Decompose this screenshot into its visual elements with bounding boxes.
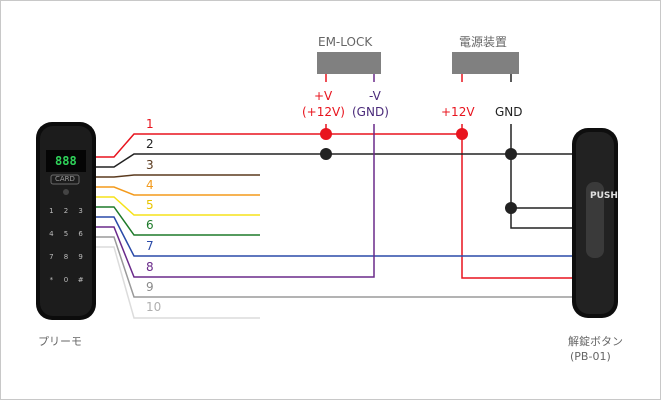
junction-button [505,202,517,214]
junction-power-gnd [505,148,517,160]
junction-em-lock-plus [320,128,332,140]
reader-key-9: 9 [78,253,83,261]
gnd-to-button [510,124,582,209]
wire-number-6: 6 [146,218,154,232]
junction-em-lock-gnd [320,148,332,160]
em-lock-minus-sub: (GND) [352,105,389,119]
wire-number-3: 3 [146,158,154,172]
wire-number-1: 1 [146,117,154,131]
wire-10 [96,246,260,319]
reader-key-6: 6 [78,230,83,238]
button-return [510,208,582,229]
push-plate [586,182,604,258]
wire-4 [96,186,260,196]
reader-display [46,150,86,172]
wire-number-8: 8 [146,260,154,274]
reader-name: プリーモ [38,335,82,348]
wire-number-10: 10 [146,300,162,314]
reader-key-3: 3 [78,207,83,215]
junction-power-plus [456,128,468,140]
wire-number-4: 4 [146,178,154,192]
reader-key-4: 4 [49,230,54,238]
em-lock-minus-label: -V [369,89,381,103]
reader-key-star: * [49,276,54,284]
card-label: CARD [55,175,75,183]
reader-key-hash: # [77,276,84,284]
exit-button-model: (PB-01) [570,350,611,363]
wire-3 [96,174,260,178]
reader-key-0: 0 [63,276,69,284]
em-lock-plus-sub: (+12V) [302,105,345,119]
exit-button-device [572,128,618,318]
wire-number-7: 7 [146,239,154,253]
wire-2 [96,153,582,168]
reader-key-5: 5 [63,230,69,238]
card-reader-device [36,122,96,320]
power-gnd-label: GND [495,105,523,119]
power-supply-block [452,52,519,74]
power-supply-title: 電源装置 [459,35,508,49]
wire-number-9: 9 [146,280,154,294]
em-lock-plus-label: +V [314,89,333,103]
wire-5 [96,196,260,216]
em-lock-block [317,52,381,74]
reader-keypad: 1 2 3 4 5 6 7 8 9 * 0 # [44,202,88,294]
reader-sensor [63,189,69,195]
push-label: PUSH [590,190,618,203]
em-lock-title: EM-LOCK [318,35,373,49]
power-plus-label: +12V [441,105,475,119]
wire-8 [96,124,375,278]
reader-key-7: 7 [49,253,54,261]
reader-key-2: 2 [63,207,69,215]
reader-key-8: 8 [63,253,69,261]
card-slot [50,174,80,185]
wire-number-2: 2 [146,137,154,151]
wire-6 [96,206,260,236]
wire-9 [96,236,582,298]
wire-number-5: 5 [146,198,154,212]
reader-key-1: 1 [49,207,54,215]
wire-1 [96,133,582,279]
exit-button-name: 解錠ボタン [568,335,623,348]
wire-7 [96,216,582,257]
reader-display-digits: 888 [55,154,77,168]
